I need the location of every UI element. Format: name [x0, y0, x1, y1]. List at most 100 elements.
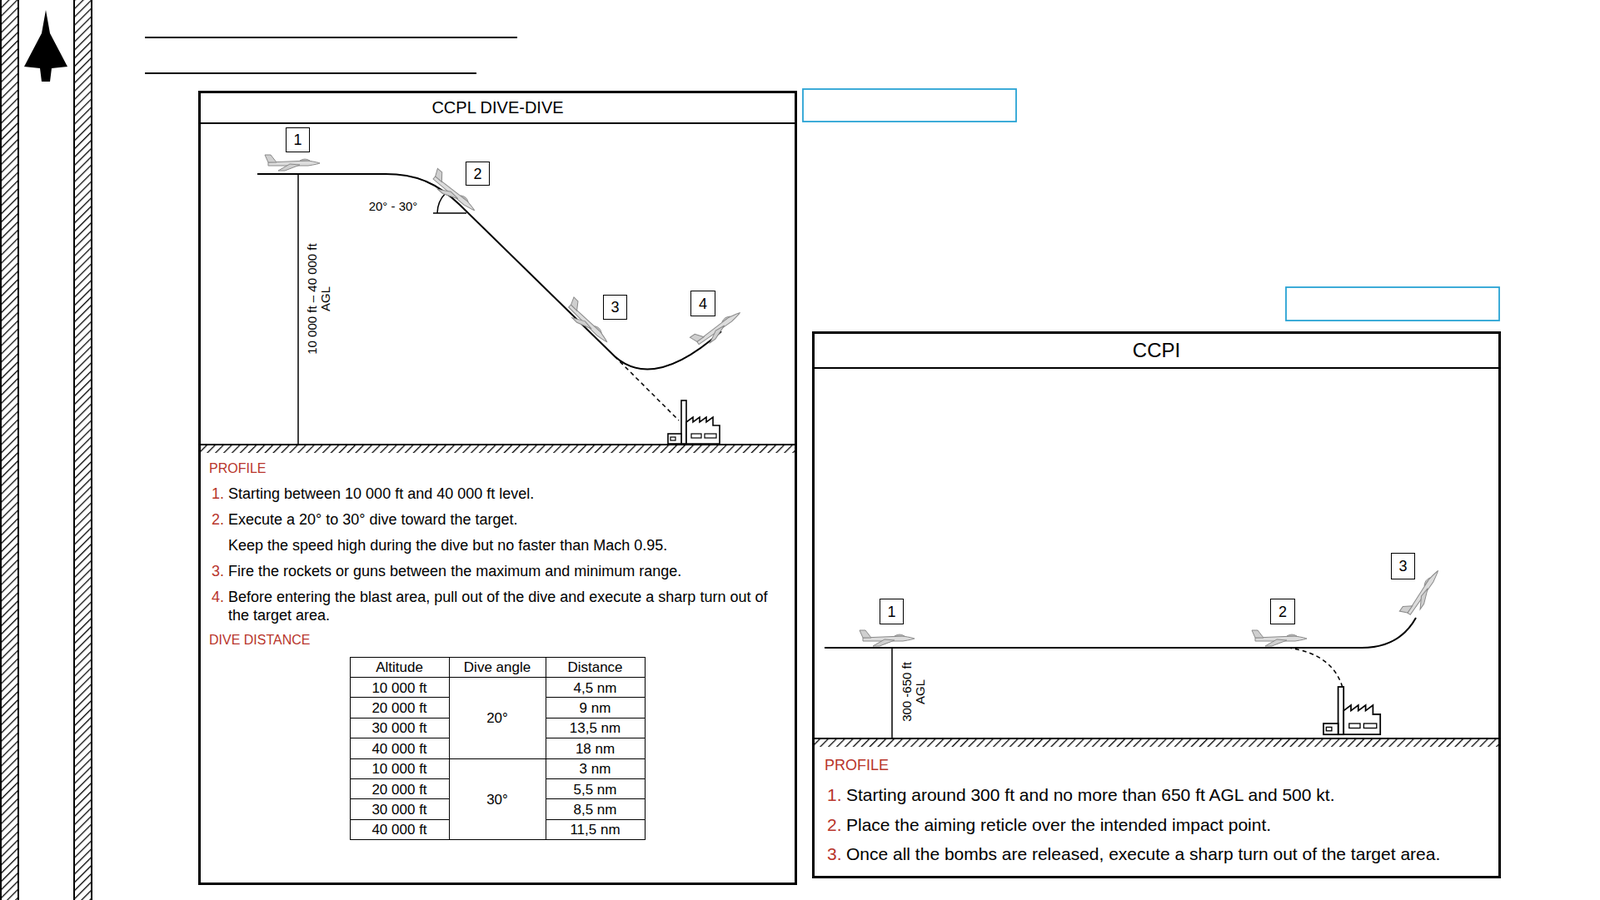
table-cell: 3 nm — [579, 761, 612, 778]
blank-line — [144, 72, 477, 75]
blank-line — [144, 36, 518, 39]
table-cell: 20 000 ft — [371, 700, 427, 717]
table-grid — [546, 717, 646, 719]
step-number: 2. — [827, 814, 843, 836]
step-text: Starting between 10 000 ft and 40 000 ft… — [228, 484, 534, 504]
callout-number: 1 — [879, 598, 904, 625]
callout-number: 2 — [465, 161, 490, 186]
table-grid — [545, 657, 547, 841]
flight-path — [824, 618, 1416, 648]
table-cell: 10 000 ft — [371, 761, 427, 778]
section-heading: DIVE DISTANCE — [209, 632, 311, 648]
callout-number: 4 — [698, 295, 708, 313]
step-number: 2. — [211, 510, 225, 529]
target-factory — [667, 400, 720, 444]
table-grid — [546, 737, 646, 739]
table-grid — [546, 798, 646, 800]
table-grid — [546, 778, 646, 780]
step-number: 1. — [827, 784, 843, 806]
step-text: Execute a 20° to 30° dive toward the tar… — [228, 510, 519, 529]
table-header: Dive angle — [463, 659, 531, 676]
profile-panel: CCPL DIVE-DIVE PROFILE 1.Starting between … — [198, 90, 798, 886]
empty-frame — [802, 89, 1017, 122]
callout-number: 4 — [690, 290, 716, 317]
table-grid — [350, 697, 450, 698]
callout-number: 3 — [1398, 558, 1407, 575]
aircraft — [859, 630, 915, 647]
table-grid — [350, 717, 450, 719]
fire-line — [614, 356, 679, 421]
panel-title: CCPL DIVE-DIVE — [200, 93, 795, 125]
table-grid — [350, 657, 646, 841]
angle-reference — [433, 212, 467, 215]
table-cell: 40 000 ft — [371, 822, 427, 838]
profile-panel: CCPI PROFILE 1.Starting around 300 ft and … — [812, 331, 1501, 879]
table-cell: 30 000 ft — [371, 720, 427, 737]
ground-line — [814, 737, 1500, 740]
altitude-line — [297, 174, 300, 445]
callout-number: 1 — [887, 603, 896, 621]
table-grid — [350, 657, 646, 841]
table-cell: 10 000 ft — [371, 679, 427, 696]
aircraft — [264, 154, 320, 171]
table-cell: 4,5 nm — [573, 679, 618, 696]
step-text: Place the aiming reticle over the intend… — [846, 814, 1272, 836]
hatched-bar — [74, 0, 92, 900]
step-text: Before entering the blast area, pull out… — [228, 588, 792, 625]
table-grid — [546, 697, 646, 698]
section-heading: PROFILE — [824, 756, 889, 775]
table-cell: 11,5 nm — [569, 822, 620, 838]
empty-frame — [1285, 287, 1500, 321]
target-factory — [1323, 687, 1381, 735]
table-cell: 5,5 nm — [573, 781, 618, 798]
ground-hatch — [814, 738, 1500, 748]
table-grid — [350, 798, 450, 800]
step-text: Starting around 300 ft and no more than … — [846, 784, 1335, 806]
table-grid — [350, 737, 450, 739]
dimension-label: 300 -650 ft AGL — [900, 657, 928, 728]
table-cell: 30 000 ft — [371, 802, 427, 818]
dive-profile-drawing — [199, 154, 796, 454]
step-note: Keep the speed high during the dive but … — [228, 536, 668, 555]
flight-path — [257, 174, 722, 369]
angle-arc — [437, 193, 446, 214]
callout-number: 3 — [610, 299, 619, 316]
ground-hatch — [199, 444, 796, 454]
step-number: 3. — [211, 562, 225, 581]
callout-number: 3 — [1390, 553, 1416, 580]
callout-number: 2 — [1270, 598, 1296, 625]
table-cell: 13,5 nm — [569, 720, 621, 737]
section-heading: PROFILE — [209, 460, 266, 477]
table-grid — [546, 819, 646, 821]
angle-label: 20° - 30° — [368, 199, 419, 214]
table-cell: 40 000 ft — [371, 740, 427, 757]
table-grid — [350, 758, 646, 760]
table-grid — [350, 677, 646, 678]
step-number: 1. — [211, 484, 225, 504]
table-header: Altitude — [375, 659, 424, 676]
altitude-line — [891, 647, 893, 739]
step-number: 3. — [827, 843, 843, 865]
step-number: 4. — [211, 588, 225, 607]
table-cell: 30° — [486, 791, 509, 808]
callout-number: 2 — [1278, 603, 1287, 621]
table-cell: 20° — [486, 710, 509, 727]
callout-number: 1 — [285, 127, 310, 153]
step-text: Once all the bombs are released, execute… — [846, 843, 1441, 865]
callout-number: 3 — [603, 294, 628, 320]
jet-emblem — [24, 9, 68, 82]
level-profile-drawing — [814, 566, 1500, 748]
table-cell: 20 000 ft — [371, 781, 427, 798]
callout-number: 1 — [293, 131, 302, 149]
table-grid — [448, 657, 450, 841]
table-grid — [350, 778, 450, 780]
bomb-trajectory — [1287, 647, 1343, 688]
callout-number: 2 — [473, 165, 482, 183]
dimension-label: 10 000 ft – 40 000 ft AGL — [305, 239, 333, 360]
aircraft — [1251, 630, 1307, 647]
table-header: Distance — [567, 659, 623, 676]
panel-title: CCPI — [814, 333, 1499, 369]
table-cell: 8,5 nm — [573, 802, 618, 818]
step-text: Fire the rockets or guns between the max… — [228, 562, 682, 581]
